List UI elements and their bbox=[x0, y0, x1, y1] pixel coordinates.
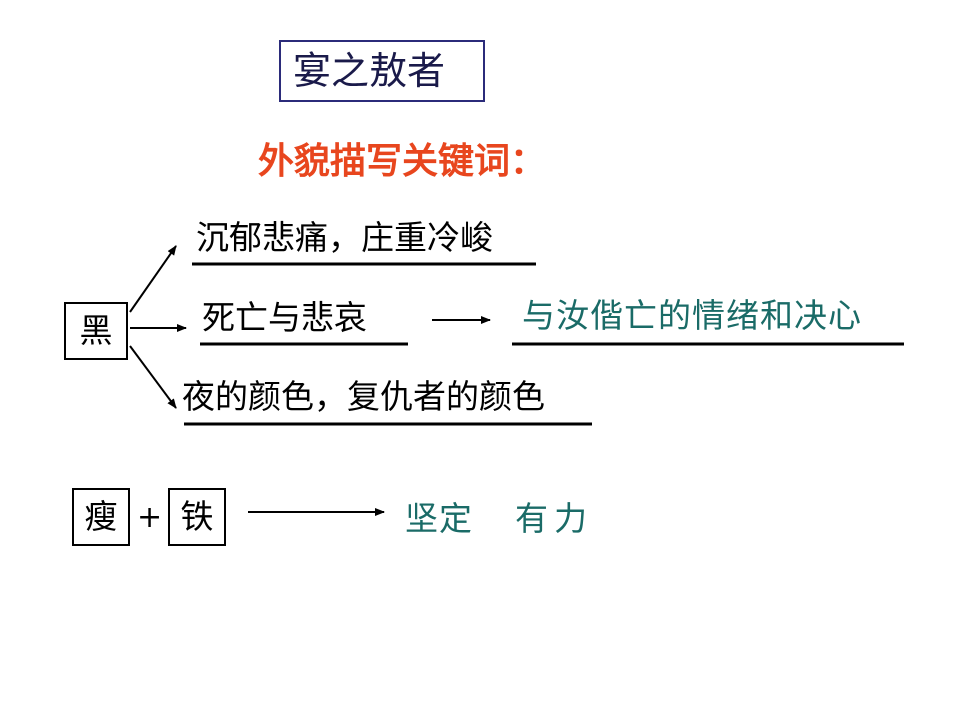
branch-word-2: 死亡与悲哀 bbox=[202, 298, 367, 337]
hei-char: 黑 bbox=[79, 311, 113, 350]
arrow-branch-1 bbox=[129, 245, 177, 313]
tie-box: 铁 bbox=[168, 488, 226, 546]
title-box: 宴之敖者 bbox=[279, 40, 485, 102]
shou-tie-result-2: 有力 bbox=[515, 499, 593, 538]
shou-char: 瘦 bbox=[84, 497, 118, 536]
branch-word-3: 夜的颜色，复仇者的颜色 bbox=[182, 377, 545, 416]
hei-result: 与汝偕亡的情绪和决心 bbox=[522, 296, 862, 335]
title-text: 宴之敖者 bbox=[293, 49, 446, 93]
shou-box: 瘦 bbox=[72, 488, 130, 546]
shou-tie-result-1: 坚定 bbox=[405, 499, 473, 538]
subtitle: 外貌描写关键词： bbox=[258, 141, 547, 182]
tie-char: 铁 bbox=[180, 497, 214, 536]
hei-box: 黑 bbox=[64, 302, 128, 360]
arrow-branch-3 bbox=[129, 345, 177, 409]
branch-word-1: 沉郁悲痛，庄重冷峻 bbox=[196, 218, 493, 257]
plus-sign: + bbox=[137, 500, 163, 535]
